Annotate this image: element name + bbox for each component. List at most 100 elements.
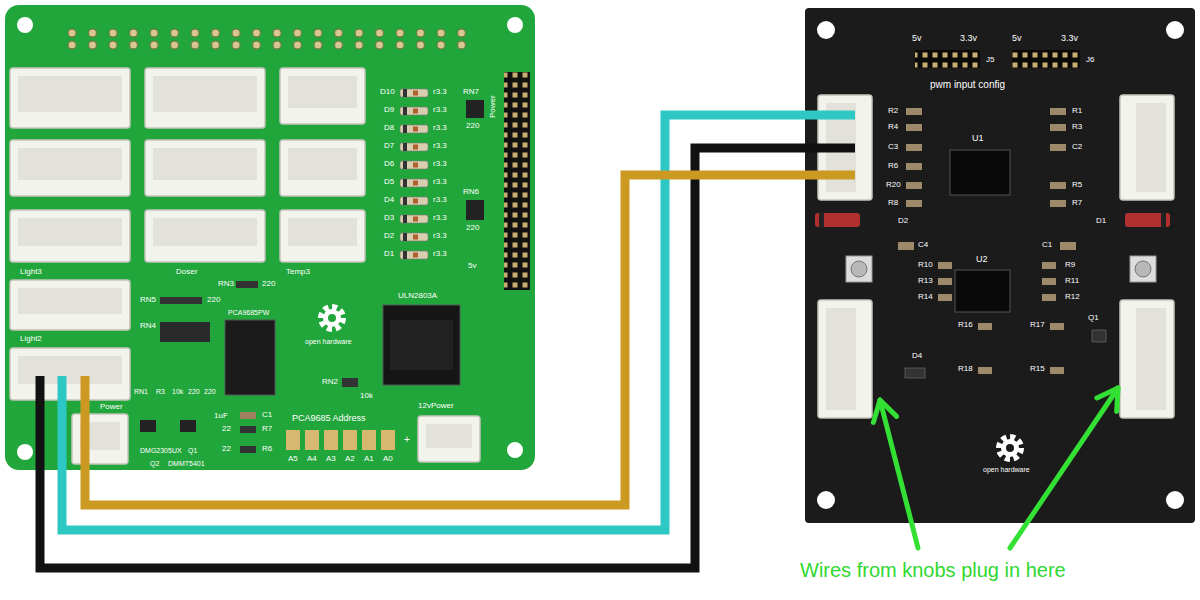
- arrow-head: [1097, 388, 1118, 411]
- silkscreen-label: R6: [888, 162, 898, 170]
- silkscreen-label: r3.3: [433, 196, 447, 204]
- silkscreen-label: D8: [384, 124, 394, 132]
- silkscreen-label: R17: [1030, 321, 1045, 329]
- silkscreen-label: D1: [384, 250, 394, 258]
- wire: [85, 175, 805, 505]
- silkscreen-label: DMG2305UX: [140, 447, 182, 454]
- silkscreen-label: 5v: [468, 262, 476, 270]
- silkscreen-label: 12vPower: [418, 402, 454, 410]
- silkscreen-label: 3.3v: [1061, 34, 1078, 43]
- silkscreen-label: R16: [958, 321, 973, 329]
- silkscreen-label: r3.3: [433, 232, 447, 240]
- silkscreen-label: 10k: [360, 392, 373, 400]
- silkscreen-label: +: [404, 435, 410, 445]
- silkscreen-label: A0: [383, 455, 393, 463]
- silkscreen-label: 22: [222, 445, 231, 453]
- silkscreen-label: C1: [262, 411, 272, 419]
- silkscreen-label: RN3: [218, 280, 234, 288]
- silkscreen-label: C3: [888, 143, 898, 151]
- wire: [40, 148, 805, 568]
- silkscreen-label: Power: [489, 95, 497, 118]
- silkscreen-label: R3: [1072, 123, 1082, 131]
- silkscreen-label: r3.3: [433, 124, 447, 132]
- silkscreen-label: 220: [466, 224, 479, 232]
- silkscreen-label: J6: [1086, 56, 1094, 64]
- silkscreen-label: C4: [918, 241, 928, 249]
- silkscreen-label: R4: [888, 123, 898, 131]
- board-logo-text: open hardware: [983, 466, 1030, 473]
- silkscreen-label: Q1: [188, 447, 197, 454]
- silkscreen-label: 10k: [172, 388, 183, 395]
- silkscreen-label: R7: [1072, 199, 1082, 207]
- silkscreen-label: R2: [888, 107, 898, 115]
- silkscreen-label: RN1: [134, 388, 148, 395]
- silkscreen-label: R15: [1030, 365, 1045, 373]
- silkscreen-label: 220: [204, 388, 216, 395]
- silkscreen-label: D9: [384, 106, 394, 114]
- silkscreen-label: D10: [380, 88, 395, 96]
- silkscreen-label: PCA9685 Address: [292, 414, 366, 423]
- silkscreen-label: D2: [898, 217, 908, 225]
- silkscreen-label: Q1: [1088, 314, 1099, 322]
- silkscreen-label: RN4: [140, 322, 156, 330]
- silkscreen-label: Doser: [176, 268, 197, 276]
- silkscreen-label: C2: [1072, 143, 1082, 151]
- silkscreen-label: RN2: [322, 378, 338, 386]
- silkscreen-label: D7: [384, 142, 394, 150]
- hat-board: [5, 5, 535, 470]
- silkscreen-label: 5v: [912, 34, 922, 43]
- silkscreen-label: 220: [262, 280, 275, 288]
- silkscreen-label: r3.3: [433, 178, 447, 186]
- circuit-board: open hardware: [5, 5, 535, 470]
- silkscreen-label: r3.3: [433, 106, 447, 114]
- silkscreen-label: R7: [262, 425, 272, 433]
- silkscreen-label: Light2: [20, 335, 42, 343]
- wire: [62, 115, 805, 530]
- silkscreen-label: R11: [1065, 277, 1079, 285]
- silkscreen-label: r3.3: [433, 214, 447, 222]
- silkscreen-label: U1: [972, 134, 984, 143]
- silkscreen-label: 220: [466, 122, 479, 130]
- silkscreen-label: RN6: [463, 188, 479, 196]
- silkscreen-label: R8: [888, 199, 898, 207]
- silkscreen-label: r3.3: [433, 250, 447, 258]
- silkscreen-label: D1: [1096, 217, 1106, 225]
- silkscreen-label: U2: [976, 255, 988, 264]
- silkscreen-label: R6: [262, 445, 272, 453]
- silkscreen-label: DMMT5401: [168, 460, 205, 467]
- silkscreen-label: A1: [364, 455, 374, 463]
- silkscreen-label: 3.3v: [960, 34, 977, 43]
- board-logo-text: open hardware: [305, 338, 352, 345]
- silkscreen-label: 5v: [1012, 34, 1022, 43]
- silkscreen-label: R1: [1072, 107, 1082, 115]
- silkscreen-label: R10: [918, 261, 933, 269]
- silkscreen-label: J5: [986, 56, 994, 64]
- silkscreen-label: D3: [384, 214, 394, 222]
- silkscreen-label: Power: [100, 403, 123, 411]
- silkscreen-label: R12: [1065, 293, 1080, 301]
- silkscreen-label: Q2: [150, 460, 159, 467]
- silkscreen-label: r3.3: [433, 160, 447, 168]
- silkscreen-label: A3: [326, 455, 336, 463]
- silkscreen-label: Temp3: [286, 268, 310, 276]
- silkscreen-label: r3.3: [433, 142, 447, 150]
- silkscreen-label: D5: [384, 178, 394, 186]
- silkscreen-label: 220: [207, 296, 220, 304]
- silkscreen-label: R13: [918, 277, 933, 285]
- silkscreen-label: pwm input config: [930, 80, 1005, 90]
- silkscreen-label: D4: [384, 196, 394, 204]
- silkscreen-label: R9: [1065, 261, 1075, 269]
- silkscreen-label: 22: [222, 425, 231, 433]
- silkscreen-label: PCA9685PW: [228, 309, 269, 316]
- callout-text: Wires from knobs plug in here: [800, 560, 1066, 580]
- silkscreen-label: R5: [1072, 181, 1082, 189]
- silkscreen-label: RN5: [140, 296, 156, 304]
- silkscreen-label: 1uF: [214, 412, 228, 420]
- silkscreen-label: A2: [345, 455, 355, 463]
- silkscreen-label: r3.3: [433, 88, 447, 96]
- silkscreen-label: D2: [384, 232, 394, 240]
- silkscreen-label: R3: [156, 388, 165, 395]
